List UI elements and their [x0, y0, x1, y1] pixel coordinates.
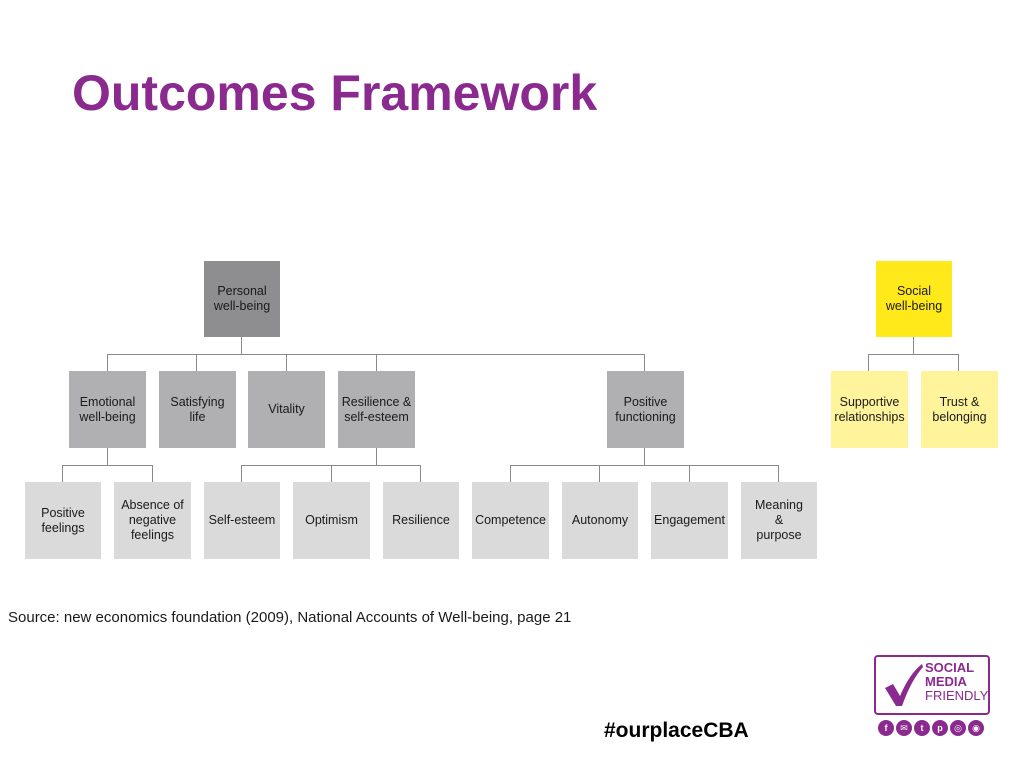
connector-line: [913, 337, 914, 355]
node-supportive-relationships: Supportive relationships: [831, 371, 908, 448]
connector-line: [868, 354, 959, 355]
node-positive-functioning: Positive functioning: [607, 371, 684, 448]
email-icon[interactable]: ✉: [896, 720, 912, 736]
connector-line: [241, 465, 242, 482]
node-social-well-being: Social well-being: [876, 261, 952, 337]
connector-line: [62, 465, 153, 466]
connector-line: [510, 465, 511, 482]
connector-line: [510, 465, 779, 466]
node-absence-negative-feelings: Absence of negative feelings: [114, 482, 191, 559]
connector-line: [376, 354, 377, 371]
node-self-esteem: Self-esteem: [204, 482, 280, 559]
connector-line: [286, 354, 287, 371]
connector-line: [62, 465, 63, 482]
node-satisfying-life: Satisfying life: [159, 371, 236, 448]
node-positive-feelings: Positive feelings: [25, 482, 101, 559]
connector-line: [778, 465, 779, 482]
node-autonomy: Autonomy: [562, 482, 638, 559]
connector-line: [107, 448, 108, 465]
connector-line: [196, 354, 197, 371]
hashtag: #ourplaceCBA: [604, 719, 749, 742]
node-personal-well-being: Personal well-being: [204, 261, 280, 337]
connector-line: [241, 337, 242, 355]
connector-line: [644, 354, 645, 371]
connector-line: [376, 448, 377, 465]
facebook-icon[interactable]: f: [878, 720, 894, 736]
social-media-friendly-logo: SOCIAL MEDIA FRIENDLY: [874, 655, 990, 715]
checkmark-icon: [885, 664, 923, 706]
instagram-icon[interactable]: ◎: [950, 720, 966, 736]
node-vitality: Vitality: [248, 371, 325, 448]
connector-line: [689, 465, 690, 482]
twitter-icon[interactable]: t: [914, 720, 930, 736]
pinterest-icon[interactable]: p: [932, 720, 948, 736]
connector-line: [599, 465, 600, 482]
node-resilience: Resilience: [383, 482, 459, 559]
connector-line: [868, 354, 869, 371]
logo-text-social: SOCIAL: [925, 660, 975, 675]
connector-line: [152, 465, 153, 482]
rss-icon[interactable]: ◉: [968, 720, 984, 736]
connector-line: [331, 465, 332, 482]
node-meaning-purpose: Meaning & purpose: [741, 482, 817, 559]
source-citation: Source: new economics foundation (2009),…: [8, 609, 572, 626]
logo-text-media: MEDIA: [925, 674, 967, 689]
node-engagement: Engagement: [651, 482, 728, 559]
logo-text-friendly: FRIENDLY: [925, 688, 989, 703]
node-resilience-self-esteem: Resilience & self-esteem: [338, 371, 415, 448]
node-emotional-well-being: Emotional well-being: [69, 371, 146, 448]
connector-line: [420, 465, 421, 482]
node-competence: Competence: [472, 482, 549, 559]
connector-line: [644, 448, 645, 465]
connector-line: [107, 354, 108, 371]
connector-line: [958, 354, 959, 371]
node-trust-belonging: Trust & belonging: [921, 371, 998, 448]
node-optimism: Optimism: [293, 482, 370, 559]
social-icons-row: f ✉ t p ◎ ◉: [878, 720, 984, 736]
page-title: Outcomes Framework: [72, 65, 598, 121]
